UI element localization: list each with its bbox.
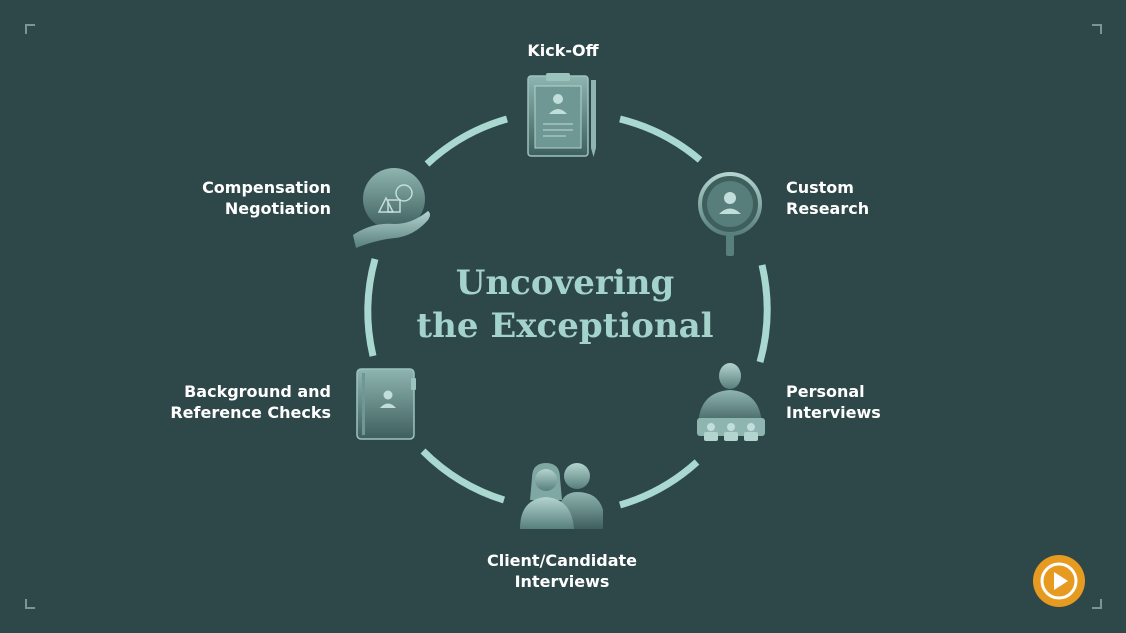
diagram-title: Uncovering the Exceptional: [413, 262, 717, 348]
stage-label-client-line2: Interviews: [514, 572, 610, 591]
stage-label-compensation-line1: Compensation: [202, 178, 331, 197]
stage-label-personal: Personal Interviews: [786, 381, 881, 423]
play-icon: [1040, 562, 1078, 600]
ring-arc-bottom-left: [420, 448, 506, 504]
two-people-icon: [520, 463, 603, 529]
ring-arc-top-left: [424, 115, 508, 167]
magnifier-icon: [698, 172, 762, 256]
stage-label-compensation: Compensation Negotiation: [160, 177, 331, 219]
stage-label-research: Custom Research: [786, 177, 869, 219]
stage-label-client-line1: Client/Candidate: [486, 551, 638, 570]
play-button[interactable]: [1033, 555, 1085, 607]
corner-mark-top-right: [1092, 24, 1102, 34]
title-line-1: Uncovering: [455, 263, 675, 303]
stage-label-background: Background and Reference Checks: [130, 381, 331, 423]
cycle-ring: [364, 115, 771, 509]
stage-label-client: Client/Candidate Interviews: [462, 550, 662, 592]
ring-arc-right: [756, 264, 771, 363]
corner-mark-bottom-left: [25, 599, 35, 609]
stage-label-research-line1: Custom: [786, 178, 854, 197]
corner-mark-top-left: [25, 24, 35, 34]
stage-label-personal-line2: Interviews: [786, 403, 881, 422]
ring-arc-left: [364, 258, 379, 357]
clipboard-icon: [527, 73, 596, 157]
title-line-2: the Exceptional: [416, 306, 714, 346]
ring-arc-bottom-right: [619, 459, 700, 509]
stage-label-personal-line1: Personal: [786, 382, 865, 401]
stage-label-compensation-line2: Negotiation: [224, 199, 331, 218]
stage-label-background-line1: Background and: [184, 382, 331, 401]
stage-label-research-line2: Research: [786, 199, 870, 218]
hand-shapes-icon: [353, 168, 430, 248]
ring-arc-top-right: [619, 115, 703, 163]
stage-label-background-line2: Reference Checks: [170, 403, 331, 422]
stage-label-kickoff-line1: Kick-Off: [527, 41, 599, 60]
stage-label-kickoff: Kick-Off: [500, 40, 626, 61]
interview-panel-icon: [697, 363, 765, 441]
corner-mark-bottom-right: [1092, 599, 1102, 609]
notebook-icon: [356, 368, 416, 440]
